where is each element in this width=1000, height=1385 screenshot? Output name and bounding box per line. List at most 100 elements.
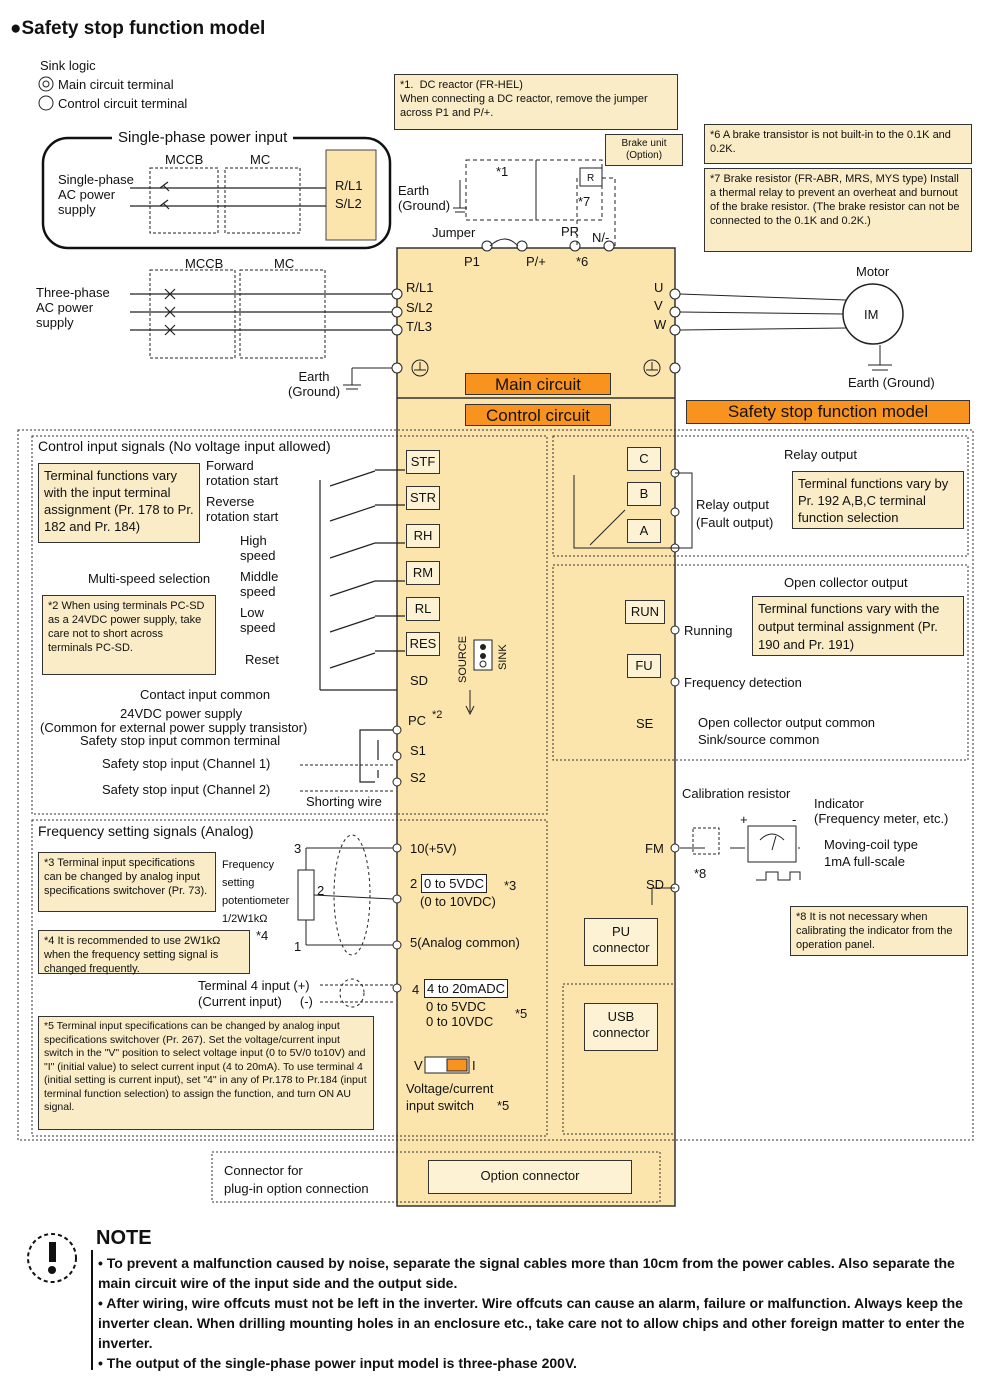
- single-phase-r: R/L1: [335, 178, 363, 193]
- single-phase-header: Single-phase power input: [112, 130, 294, 145]
- note-list: • To prevent a malfunction caused by noi…: [98, 1253, 988, 1373]
- terminal-pr: PR: [561, 224, 580, 239]
- safety-model-box: Safety stop function model: [686, 400, 970, 424]
- terminal-str: STR: [406, 486, 440, 510]
- note-title: NOTE: [96, 1227, 152, 1249]
- note-analog-switch: *3 Terminal input specifications can be …: [38, 852, 216, 912]
- brake-resistor-r: R: [587, 173, 595, 184]
- terminal-res: RES: [406, 632, 440, 656]
- note-terminal4: *5 Terminal input specifications can be …: [38, 1016, 374, 1130]
- note-item-output: • The output of the single-phase power i…: [98, 1355, 577, 1371]
- jumper-label: Jumper: [432, 225, 476, 240]
- pot-pin-1: 1: [294, 939, 302, 954]
- switch-v: V: [414, 1058, 423, 1073]
- voltage-current-switch-label: Voltage/current input switch: [406, 1081, 494, 1113]
- terminal-4: 4: [412, 982, 420, 997]
- terminal-fm: FM: [645, 841, 664, 856]
- terminal-2-alt: (0 to 10VDC): [420, 894, 496, 909]
- terminal-tl3: T/L3: [406, 319, 433, 334]
- option-connector-box[interactable]: Option connector: [428, 1160, 632, 1194]
- terminal-c: C: [627, 447, 661, 471]
- single-phase-mccb: MCCB: [165, 152, 204, 167]
- sink-logic-header: Sink logic: [40, 58, 96, 73]
- switch-i: I: [472, 1058, 476, 1073]
- three-phase-mc: MC: [274, 256, 295, 271]
- freq-detection-label: Frequency detection: [684, 675, 802, 690]
- terminal-pplus: P/+: [526, 254, 546, 269]
- terminal-sl2: S/L2: [406, 300, 433, 315]
- safety-ch2-label: Safety stop input (Channel 2): [102, 782, 271, 797]
- terminal-4-alt: 0 to 5VDC 0 to 10VDC: [426, 999, 494, 1029]
- single-phase-source: Single-phase AC power supply: [58, 172, 134, 217]
- safety-common-label: Safety stop input common terminal: [80, 733, 281, 748]
- switch-star5: *5: [497, 1098, 510, 1113]
- terminal-b: B: [627, 482, 661, 506]
- relay-note: Terminal functions vary by Pr. 192 A,B,C…: [792, 471, 964, 529]
- middle-speed-label: Middle speed: [240, 569, 279, 599]
- pot-star4: *4: [256, 928, 269, 943]
- indicator-label: Indicator (Frequency meter, etc.): [814, 796, 949, 826]
- terminal-sd: SD: [410, 673, 429, 688]
- note-pot-rating: *4 It is recommended to use 2W1kΩ when t…: [38, 930, 250, 975]
- motor-im: IM: [864, 307, 879, 322]
- terminal-v: V: [654, 298, 663, 313]
- star6-label: *6: [576, 254, 589, 269]
- terminal-2-star: *3: [504, 878, 517, 893]
- forward-label: Forward rotation start: [206, 458, 279, 488]
- relay-output-header: Relay output: [784, 447, 857, 462]
- star8-label: *8: [694, 866, 707, 881]
- terminal-rm: RM: [406, 561, 440, 585]
- terminal-2: 2: [410, 876, 418, 891]
- three-phase-source: Three-phase AC power supply: [36, 285, 110, 330]
- terminal-pc: PC: [408, 713, 427, 728]
- terminal-5: 5(Analog common): [410, 935, 520, 950]
- pot-pin-3: 3: [294, 841, 302, 856]
- usb-connector[interactable]: USB connector: [584, 1003, 658, 1051]
- motor-label: Motor: [856, 264, 890, 279]
- reset-label: Reset: [245, 652, 279, 667]
- terminal-s2: S2: [410, 770, 426, 785]
- oc-common-label: Open collector output common Sink/source…: [698, 715, 876, 747]
- control-input-header: Control input signals (No voltage input …: [38, 438, 331, 454]
- calibration-header: Calibration resistor: [682, 786, 791, 801]
- terminal-s1: S1: [410, 743, 426, 758]
- terminal-10: 10(+5V): [410, 841, 457, 856]
- terminal-u: U: [654, 280, 664, 295]
- note-dc-reactor: *1. DC reactor (FR-HEL) When connecting …: [394, 74, 678, 130]
- input-assignment-note: Terminal functions vary with the input t…: [38, 463, 200, 543]
- terminal-rl1: R/L1: [406, 280, 434, 295]
- terminal-nminus: N/-: [592, 230, 610, 245]
- terminal4-current-label: (Current input) (-): [198, 994, 313, 1009]
- pu-connector[interactable]: PU connector: [584, 918, 658, 966]
- terminal-run: RUN: [625, 600, 665, 624]
- star1-label: *1: [496, 164, 509, 179]
- terminal-w: W: [654, 317, 667, 332]
- three-phase-mccb: MCCB: [185, 256, 224, 271]
- terminal-stf: STF: [406, 450, 440, 474]
- terminal-rh: RH: [406, 524, 440, 548]
- terminal-4-range: 4 to 20mADC: [424, 979, 509, 998]
- potentiometer-label: Frequency setting potentiometer 1/2W1kΩ: [222, 859, 290, 925]
- relay-output-label: Relay output (Fault output): [696, 497, 774, 530]
- option-connector-label: Connector for plug-in option connection: [224, 1163, 369, 1196]
- earth-label-top: Earth (Ground): [398, 183, 451, 213]
- dc24-label: 24VDC power supply: [120, 706, 243, 721]
- pot-pin-2: 2: [317, 883, 325, 898]
- low-speed-label: Low speed: [240, 605, 276, 635]
- safety-ch1-label: Safety stop input (Channel 1): [102, 756, 271, 771]
- brake-unit-box: Brake unit (Option): [605, 134, 683, 166]
- source-label: SOURCE: [457, 635, 469, 683]
- high-speed-label: High speed: [240, 533, 276, 563]
- control-circuit-box: Control circuit: [465, 404, 611, 426]
- meter-minus: -: [792, 812, 797, 827]
- star7-label: *7: [578, 194, 591, 209]
- moving-coil-label: Moving-coil type 1mA full-scale: [824, 837, 918, 869]
- earth-label-left: Earth (Ground): [288, 369, 341, 399]
- earth-label-right: Earth (Ground): [848, 375, 935, 390]
- terminal-4-star: *5: [515, 1006, 528, 1021]
- terminal-rl: RL: [406, 597, 440, 621]
- shorting-wire-label: Shorting wire: [306, 794, 382, 809]
- reverse-label: Reverse rotation start: [206, 494, 279, 524]
- terminal-2-range: 0 to 5VDC: [421, 874, 487, 893]
- contact-common-label: Contact input common: [140, 687, 271, 702]
